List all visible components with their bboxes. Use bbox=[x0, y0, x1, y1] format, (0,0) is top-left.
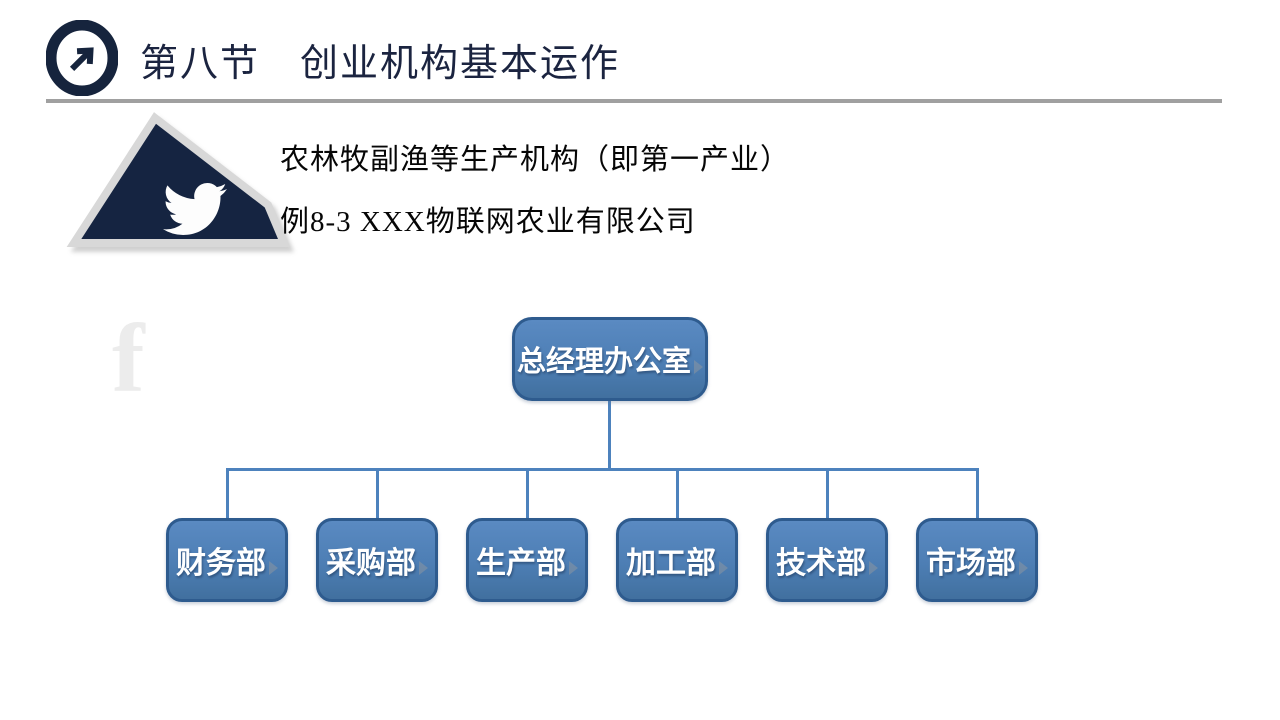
org-box-production: 生产部 bbox=[466, 518, 588, 602]
twitter-triangle-shape bbox=[66, 112, 291, 247]
org-box-label: 财务部 bbox=[176, 547, 266, 580]
connector-drop bbox=[376, 470, 379, 518]
connector-drop bbox=[226, 470, 229, 518]
org-box-processing: 加工部 bbox=[616, 518, 738, 602]
label-arrow-decoration bbox=[419, 561, 428, 575]
label-arrow-decoration bbox=[569, 561, 578, 575]
connector-horizontal-rail bbox=[226, 468, 979, 471]
label-arrow-decoration bbox=[694, 360, 703, 374]
org-box-root: 总经理办公室 bbox=[512, 317, 708, 401]
header-divider bbox=[46, 99, 1222, 103]
connector-root-vertical bbox=[608, 400, 611, 470]
connector-drop bbox=[526, 470, 529, 518]
org-box-finance: 财务部 bbox=[166, 518, 288, 602]
connector-drop bbox=[826, 470, 829, 518]
page-title: 第八节 创业机构基本运作 bbox=[140, 43, 621, 85]
connector-drop bbox=[676, 470, 679, 518]
org-box-label: 采购部 bbox=[326, 547, 416, 580]
intro-line-2: 例8-3 XXX物联网农业有限公司 bbox=[280, 206, 696, 238]
org-box-label: 技术部 bbox=[776, 547, 866, 580]
org-box-label: 总经理办公室 bbox=[516, 346, 691, 378]
facebook-f-watermark: f bbox=[112, 305, 145, 413]
twitter-bird-icon bbox=[163, 182, 227, 235]
label-arrow-decoration bbox=[1019, 561, 1028, 575]
org-box-label: 市场部 bbox=[926, 547, 1016, 580]
label-arrow-decoration bbox=[269, 561, 278, 575]
connector-drop bbox=[976, 470, 979, 518]
intro-line-1: 农林牧副渔等生产机构（即第一产业） bbox=[280, 144, 791, 176]
arrow-up-right-circle-icon bbox=[46, 20, 118, 96]
label-arrow-decoration bbox=[869, 561, 878, 575]
org-box-technology: 技术部 bbox=[766, 518, 888, 602]
label-arrow-decoration bbox=[719, 561, 728, 575]
org-box-purchasing: 采购部 bbox=[316, 518, 438, 602]
org-box-label: 生产部 bbox=[476, 547, 566, 580]
org-box-label: 加工部 bbox=[626, 547, 716, 580]
org-box-marketing: 市场部 bbox=[916, 518, 1038, 602]
